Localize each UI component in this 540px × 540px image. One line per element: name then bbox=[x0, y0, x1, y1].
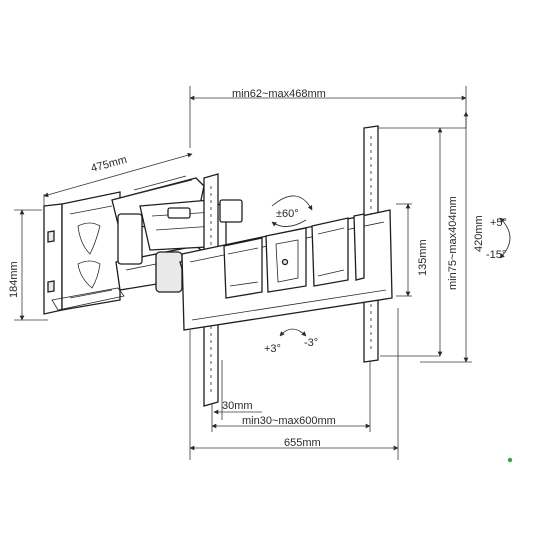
dim-vesa-horizontal-label: min30~max600mm bbox=[242, 415, 336, 427]
level-minus-label: -3° bbox=[304, 337, 318, 349]
dim-arm-depth-label: 475mm bbox=[90, 154, 129, 175]
dim-left-offset-label: 30mm bbox=[222, 400, 253, 412]
dim-wall-height: 184mm bbox=[8, 209, 48, 321]
dim-wall-height-label: 184mm bbox=[8, 261, 20, 298]
dim-bracket-height-label: 420mm bbox=[473, 215, 485, 252]
dim-plate-inner-label: 135mm bbox=[417, 239, 429, 276]
dim-top-width-label: min62~max468mm bbox=[232, 88, 326, 100]
wall-plate bbox=[43, 191, 125, 315]
tv-plate bbox=[181, 209, 393, 331]
dim-plate-inner: 135mm bbox=[396, 203, 429, 297]
tilt-arrow-icon: +5° -15° bbox=[486, 217, 511, 261]
dim-vesa-vertical: min75~max404mm bbox=[374, 127, 466, 357]
rotate-arrow-icon: ±60° bbox=[271, 195, 313, 227]
level-plus-label: +3° bbox=[264, 343, 281, 355]
level-arrow-icon: +3° -3° bbox=[264, 328, 318, 355]
dim-vesa-vertical-label: min75~max404mm bbox=[447, 196, 459, 290]
accent-dot bbox=[507, 457, 513, 463]
dim-bracket-height: 420mm bbox=[420, 111, 485, 363]
tilt-down-label: -15° bbox=[486, 249, 506, 261]
tilt-up-label: +5° bbox=[490, 217, 507, 229]
dim-overall-width-label: 655mm bbox=[284, 437, 321, 449]
swivel-label: ±60° bbox=[276, 208, 299, 220]
dim-left-offset: 30mm bbox=[211, 360, 262, 420]
dim-vesa-horizontal: min30~max600mm bbox=[211, 360, 371, 432]
dim-overall-width: 655mm bbox=[189, 308, 399, 460]
dim-top-width: min62~max468mm bbox=[189, 86, 467, 148]
